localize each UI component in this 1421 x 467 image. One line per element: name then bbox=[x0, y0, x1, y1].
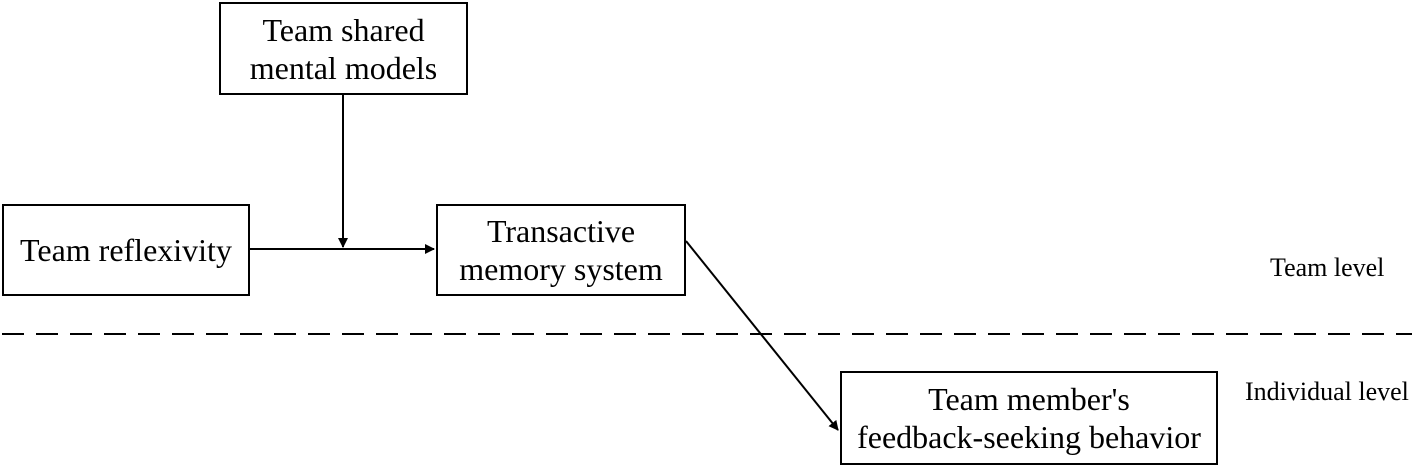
team-level-label: Team level bbox=[1270, 253, 1385, 282]
node-team-shared-mental-models: Team shared mental models bbox=[219, 2, 468, 95]
node-label-line: Team reflexivity bbox=[20, 232, 232, 268]
node-label-line: Team shared bbox=[262, 11, 425, 48]
node-team-reflexivity: Team reflexivity bbox=[2, 204, 250, 296]
node-transactive-memory-system: Transactive memory system bbox=[436, 204, 686, 296]
node-label-line: memory system bbox=[459, 251, 663, 287]
arrow-tms-to-feedback-seeking bbox=[685, 240, 839, 431]
individual-level-label: Individual level bbox=[1245, 377, 1409, 406]
node-label-line: feedback-seeking behavior bbox=[857, 419, 1201, 455]
node-label-line: Transactive bbox=[486, 213, 636, 249]
node-feedback-seeking-behavior: Team member's feedback-seeking behavior bbox=[840, 371, 1218, 465]
node-label-line: mental models bbox=[249, 49, 438, 86]
node-label-line: Team member's bbox=[928, 381, 1130, 417]
